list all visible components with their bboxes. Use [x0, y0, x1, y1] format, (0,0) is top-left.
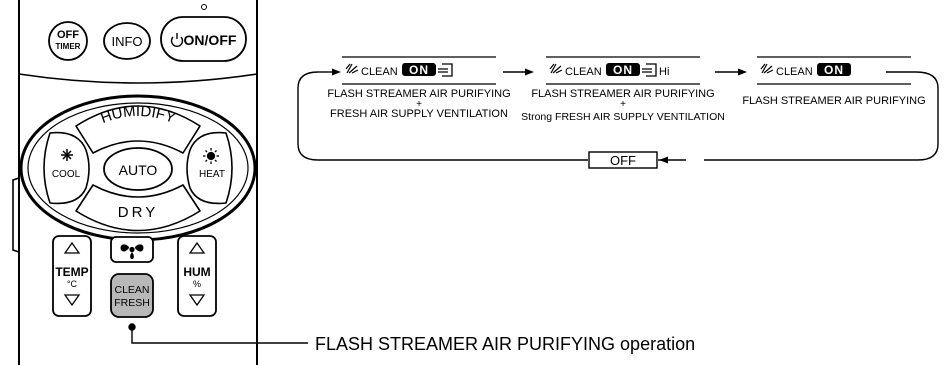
- on-badge-label: ON: [824, 63, 844, 77]
- on-badge: [817, 63, 851, 76]
- on-badge-label: ON: [409, 63, 429, 77]
- fan-button[interactable]: [110, 236, 154, 263]
- arrow-head-mode1-to-mode2: [525, 68, 534, 76]
- fresh-air-icon: [438, 63, 453, 77]
- auto-button[interactable]: [103, 147, 173, 191]
- humidify-button[interactable]: HUMIDIFY: [75, 103, 201, 154]
- temp-unit: °C: [67, 279, 78, 289]
- off-timer-label-2: TIMER: [56, 42, 81, 51]
- hum-label: HUM: [183, 265, 210, 279]
- clean-label: CLEAN: [776, 66, 813, 78]
- hum-down-arrow-icon[interactable]: [188, 294, 206, 307]
- info-button[interactable]: INFO: [103, 22, 151, 60]
- remote-control: [12, 0, 258, 365]
- indicator-lamp: [201, 4, 207, 10]
- mode-3-line-1: FLASH STREAMER AIR PURIFYING: [742, 95, 925, 107]
- temp-label: TEMP: [55, 265, 88, 279]
- power-icon: [170, 33, 184, 47]
- clean-label: CLEAN: [565, 66, 602, 78]
- temp-rocker[interactable]: TEMP °C: [52, 235, 92, 317]
- temp-down-arrow-icon[interactable]: [63, 294, 81, 307]
- arrow-head-mode2-to-mode3: [738, 68, 747, 76]
- sun-icon: [203, 148, 219, 164]
- callout-text: FLASH STREAMER AIR PURIFYING operation: [315, 334, 695, 354]
- on-off-label: ON/OFF: [184, 32, 237, 48]
- info-label: INFO: [111, 34, 142, 49]
- on-off-button[interactable]: ON/OFF: [160, 4, 247, 62]
- snowflake-icon: [61, 149, 73, 161]
- heat-label: HEAT: [199, 169, 225, 180]
- arrow-head-to-mode-1: [332, 68, 341, 76]
- on-badge: [606, 63, 640, 76]
- fan-icon: [120, 244, 144, 259]
- streamer-icon: [549, 63, 563, 74]
- callout-leader: [128, 323, 308, 344]
- clean-fresh-label-2: FRESH: [114, 297, 150, 309]
- mode-1-plus: +: [416, 99, 422, 110]
- off-state-label: OFF: [610, 153, 636, 168]
- mode-2-line-2: Strong FRESH AIR SUPPLY VENTILATION: [521, 111, 725, 123]
- clean-fresh-button[interactable]: CLEAN FRESH: [110, 273, 154, 318]
- cool-button[interactable]: COOL: [43, 131, 90, 205]
- heat-button[interactable]: HEAT: [186, 131, 233, 205]
- off-timer-button[interactable]: OFF TIMER: [48, 21, 88, 61]
- dry-button[interactable]: DRY: [75, 184, 201, 232]
- clean-label: CLEAN: [361, 66, 398, 78]
- mode-3-display: CLEAN ON FLASH STREAMER AIR PURIFYING: [742, 56, 926, 107]
- mode-2-line-1: FLASH STREAMER AIR PURIFYING: [531, 88, 714, 100]
- on-badge-label: ON: [613, 63, 633, 77]
- mode-1-line-1: FLASH STREAMER AIR PURIFYING: [327, 88, 510, 100]
- streamer-icon: [345, 63, 359, 74]
- hum-rocker[interactable]: HUM %: [177, 235, 217, 317]
- off-state-box: [588, 151, 658, 169]
- mode-2-display: CLEAN ON Hi FLASH STREAMER AIR PURIFYING…: [521, 56, 725, 123]
- auto-label: AUTO: [119, 162, 158, 178]
- hum-unit: %: [193, 279, 201, 289]
- cool-label: COOL: [52, 169, 81, 180]
- dry-label: DRY: [118, 204, 158, 221]
- clean-fresh-label-1: CLEAN: [114, 284, 149, 296]
- mode-1-display: CLEAN ON FLASH STREAMER AIR PURIFYING + …: [327, 56, 511, 120]
- streamer-icon: [760, 63, 774, 74]
- hum-up-arrow-icon[interactable]: [188, 241, 206, 254]
- mode-2-plus: +: [620, 99, 626, 110]
- fresh-air-icon: [642, 63, 657, 77]
- arrow-head-to-off: [659, 156, 668, 164]
- temp-up-arrow-icon[interactable]: [63, 241, 81, 254]
- off-timer-label-1: OFF: [57, 29, 79, 41]
- on-badge: [402, 63, 436, 76]
- hi-label: Hi: [659, 66, 669, 78]
- mode-1-line-2: FRESH AIR SUPPLY VENTILATION: [330, 108, 508, 120]
